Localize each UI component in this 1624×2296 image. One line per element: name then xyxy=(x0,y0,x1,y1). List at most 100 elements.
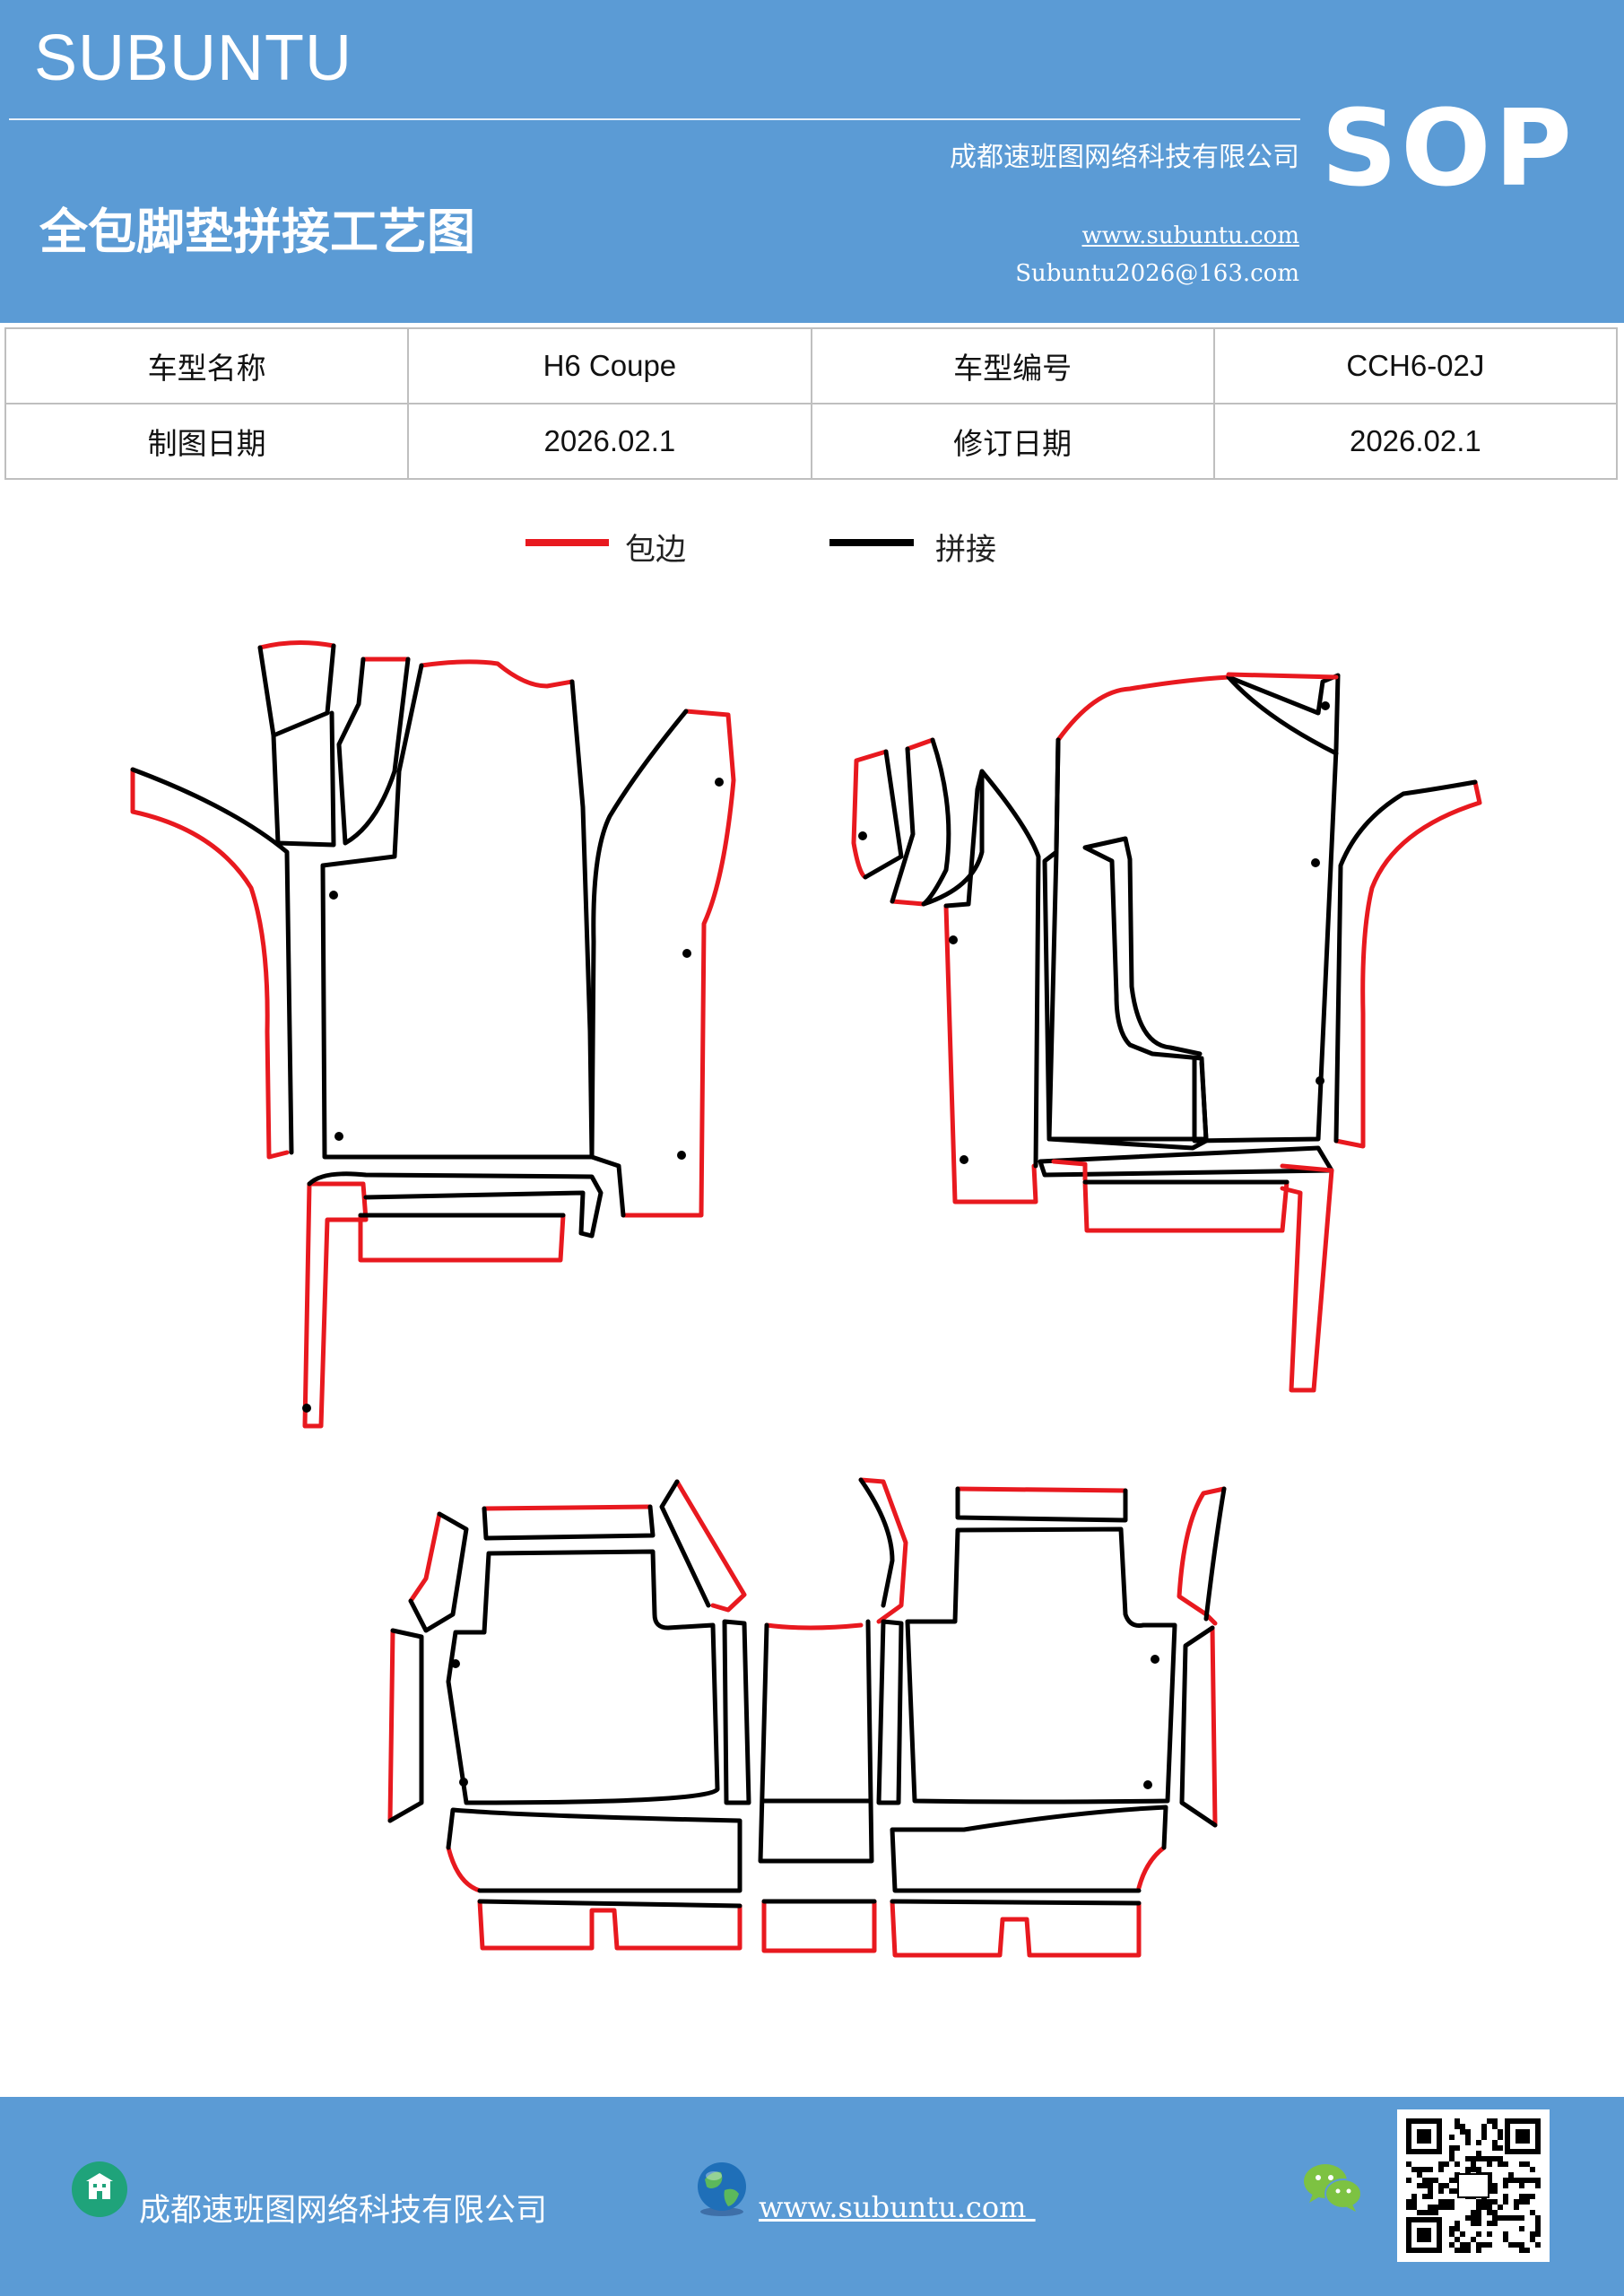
vehicle-info-table: 车型名称 H6 Coupe 车型编号 CCH6-02J 制图日期 2026.02… xyxy=(4,327,1619,480)
mat-piece xyxy=(257,639,336,650)
model-name-value: H6 Coupe xyxy=(407,327,812,404)
building-icon xyxy=(72,2161,127,2217)
locator-dot xyxy=(960,1155,968,1164)
mat-piece xyxy=(1055,674,1231,743)
front-left-mat-group xyxy=(130,639,736,1429)
mat-piece xyxy=(482,1504,656,1541)
mat-piece xyxy=(876,1619,904,1805)
mat-piece xyxy=(446,1807,743,1893)
mat-piece xyxy=(890,737,935,907)
mat-piece xyxy=(955,1486,1128,1493)
revision-date-label: 修订日期 xyxy=(810,403,1215,480)
header-divider xyxy=(9,118,1300,120)
mat-piece xyxy=(1136,1845,1167,1891)
mat-piece xyxy=(1051,1159,1088,1182)
mat-piece xyxy=(764,1622,864,1631)
mat-piece xyxy=(1082,1179,1290,1233)
mat-piece xyxy=(307,1171,604,1239)
mat-piece xyxy=(477,1899,743,1909)
wechat-icon[interactable] xyxy=(1302,2161,1363,2213)
mat-piece xyxy=(1177,1486,1227,1626)
mat-piece xyxy=(863,749,904,880)
mat-piece xyxy=(419,659,575,689)
footer-website-link[interactable]: www.subuntu.com xyxy=(759,2190,1036,2224)
mat-piece xyxy=(1333,779,1482,1149)
legend-black-swatch xyxy=(829,539,914,546)
mat-piece xyxy=(477,1899,743,1951)
table-row: 车型名称 H6 Coupe 车型编号 CCH6-02J xyxy=(4,327,1619,404)
mat-piece xyxy=(758,1619,874,1864)
mat-piece xyxy=(890,1899,1142,1906)
mat-piece xyxy=(1046,673,1341,1144)
mat-piece xyxy=(890,1805,1168,1893)
locator-dot xyxy=(682,949,691,958)
mat-piece xyxy=(1210,1625,1218,1828)
mat-piece xyxy=(1042,737,1209,1151)
draw-date-label: 制图日期 xyxy=(4,403,410,480)
locator-dot xyxy=(329,891,338,900)
mat-piece xyxy=(943,769,1041,1169)
revision-date-value: 2026.02.1 xyxy=(1212,403,1619,480)
mat-piece xyxy=(858,1477,908,1624)
mat-piece xyxy=(387,1628,395,1823)
locator-dot xyxy=(1311,858,1320,867)
locator-dot xyxy=(334,1132,343,1141)
mat-piece xyxy=(589,709,689,1218)
locator-dot xyxy=(451,1659,460,1668)
mat-piece xyxy=(336,657,411,846)
locator-dot xyxy=(302,1404,311,1413)
mat-piece xyxy=(446,1845,482,1893)
draw-date-value: 2026.02.1 xyxy=(407,403,812,480)
mat-piece xyxy=(1226,674,1339,756)
mat-piece xyxy=(621,709,736,1218)
mat-piece xyxy=(130,767,294,1155)
mat-piece xyxy=(320,663,595,1160)
mat-piece xyxy=(302,1181,369,1429)
legend-label-edge: 包边 xyxy=(625,532,686,568)
mat-piece xyxy=(1226,672,1339,680)
locator-dot xyxy=(1316,1076,1324,1085)
locator-dot xyxy=(1143,1780,1152,1789)
footer-company-name: 成都速班图网络科技有限公司 xyxy=(139,2193,548,2229)
website-link[interactable]: www.subuntu.com xyxy=(1081,222,1300,249)
mat-piece xyxy=(890,1899,1142,1958)
table-row: 制图日期 2026.02.1 修订日期 2026.02.1 xyxy=(4,403,1619,480)
legend: 包边 拼接 xyxy=(0,525,1624,578)
legend-red-swatch xyxy=(525,539,609,546)
qr-code[interactable] xyxy=(1397,2109,1550,2262)
mat-piece xyxy=(659,1479,711,1608)
locator-dot xyxy=(1321,701,1330,710)
mat-piece xyxy=(482,1504,653,1511)
mat-piece xyxy=(408,1511,469,1633)
model-code-label: 车型编号 xyxy=(810,327,1215,404)
mat-piece xyxy=(955,1486,1128,1523)
locator-dot xyxy=(677,1151,686,1160)
mat-piece xyxy=(1280,1163,1334,1393)
document-title: 全包脚垫拼接工艺图 xyxy=(39,203,475,260)
mat-piece xyxy=(1333,779,1478,1144)
mat-piece xyxy=(761,1899,877,1953)
mat-piece xyxy=(387,1628,424,1823)
company-name: 成都速班图网络科技有限公司 xyxy=(950,142,1299,173)
header-banner: SUBUNTU 成都速班图网络科技有限公司 全包脚垫拼接工艺图 www.subu… xyxy=(0,0,1624,323)
locator-dot xyxy=(949,935,958,944)
footer-banner: 成都速班图网络科技有限公司 www.subuntu.com xyxy=(0,2097,1624,2296)
mat-piece xyxy=(1203,1486,1227,1622)
mat-piece xyxy=(446,1549,720,1805)
mat-piece xyxy=(408,1511,442,1604)
rear-mat-group xyxy=(387,1477,1227,1958)
model-name-label: 车型名称 xyxy=(4,327,410,404)
mat-piece xyxy=(257,643,336,848)
locator-dot xyxy=(459,1778,468,1787)
brand-name: SUBUNTU xyxy=(34,22,353,94)
mat-piece xyxy=(1179,1625,1218,1828)
front-right-mat-group xyxy=(851,672,1482,1393)
email-address: Subuntu2026@163.com xyxy=(1015,260,1299,287)
locator-dot xyxy=(1151,1655,1159,1664)
mat-piece xyxy=(905,1526,1177,1805)
mat-piece xyxy=(890,737,985,907)
locator-dot xyxy=(858,831,867,840)
mat-splicing-diagram xyxy=(130,639,1482,1958)
locator-dot xyxy=(715,778,724,787)
mat-piece xyxy=(943,903,1038,1205)
